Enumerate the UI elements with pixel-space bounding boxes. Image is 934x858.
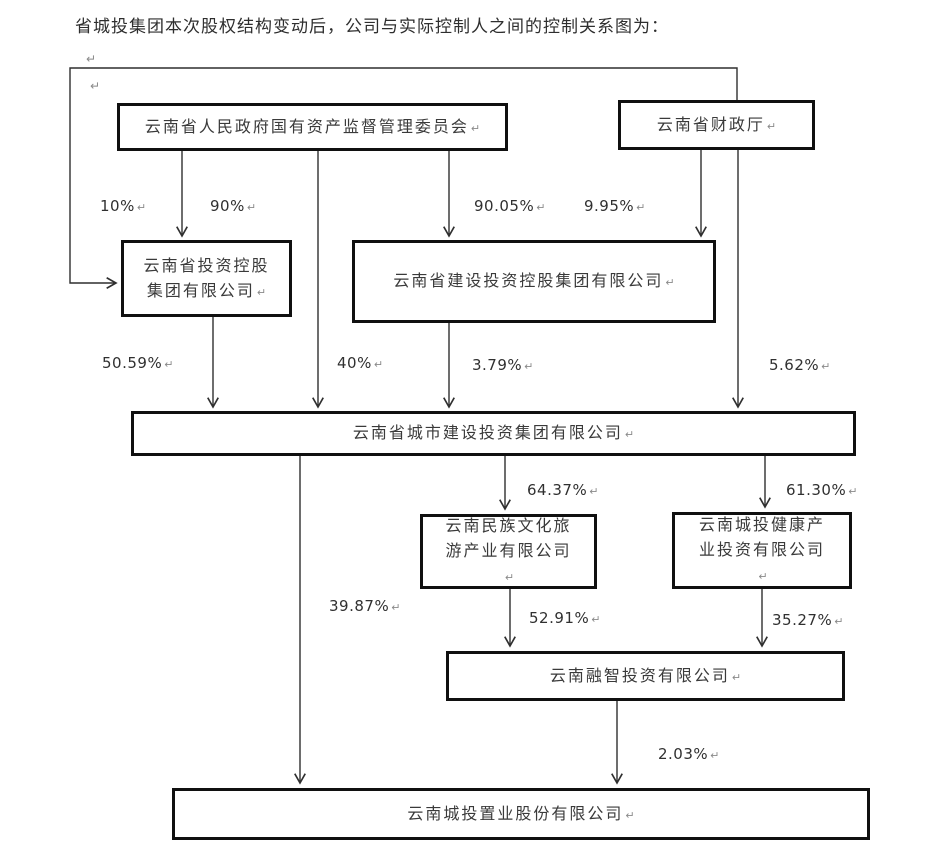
percent-value: 3.79% xyxy=(472,356,523,374)
edge-percent-health-rongzhi: 35.27%↵ xyxy=(772,611,843,629)
edge-percent-sasac-chold: 90.05%↵ xyxy=(474,197,545,215)
edge-percent-rongzhi-listed: 2.03%↵ xyxy=(658,745,719,763)
node-label: 云南民族文化旅游产业有限公司 xyxy=(445,516,572,561)
node-label: 云南城投置业股份有限公司 xyxy=(407,803,624,823)
return-mark: ↵ xyxy=(731,670,742,684)
percent-value: 52.91% xyxy=(529,609,590,627)
edge-percent-finance-city: 5.62%↵ xyxy=(769,356,830,374)
return-mark: ↵ xyxy=(256,285,267,299)
return-mark: ↵ xyxy=(758,569,768,583)
return-mark: ↵ xyxy=(504,570,515,584)
return-mark: ↵ xyxy=(710,749,720,762)
paragraph-mark: ↵ xyxy=(90,79,101,93)
node-label: 云南省投资控股集团有限公司 xyxy=(143,255,270,300)
node-city-construction-group: 云南省城市建设投资集团有限公司↵ xyxy=(131,411,856,456)
percent-value: 2.03% xyxy=(658,745,709,763)
node-construction-investment-holding: 云南省建设投资控股集团有限公司↵ xyxy=(352,240,716,323)
return-mark: ↵ xyxy=(821,360,831,373)
edge-percent-chold-city: 3.79%↵ xyxy=(472,356,533,374)
paragraph-mark: ↵ xyxy=(86,52,97,66)
return-mark: ↵ xyxy=(591,613,601,626)
percent-value: 39.87% xyxy=(329,597,390,615)
node-health-industry: 云南城投健康产业投资有限公司 ↵ xyxy=(672,512,852,589)
percent-value: 64.37% xyxy=(527,481,588,499)
return-mark: ↵ xyxy=(136,201,147,214)
return-mark: ↵ xyxy=(624,428,635,442)
node-rongzhi-investment: 云南融智投资有限公司↵ xyxy=(446,651,845,701)
percent-value: 9.95% xyxy=(584,197,635,215)
return-mark: ↵ xyxy=(164,358,174,371)
return-mark: ↵ xyxy=(536,201,546,214)
edge-percent-finance-chold: 9.95%↵ xyxy=(584,197,645,215)
percent-value: 10% xyxy=(100,197,135,215)
return-mark: ↵ xyxy=(625,808,635,822)
return-mark: ↵ xyxy=(665,276,675,290)
edge-percent-culture-rongzhi: 52.91%↵ xyxy=(529,609,600,627)
node-label: 云南省建设投资控股集团有限公司 xyxy=(393,271,664,291)
return-mark: ↵ xyxy=(636,201,646,214)
return-mark: ↵ xyxy=(834,615,844,628)
edge-percent-sasac-invest: 90%↵ xyxy=(210,197,256,215)
percent-value: 5.62% xyxy=(769,356,820,374)
return-mark: ↵ xyxy=(524,360,534,373)
edge-percent-city-health: 61.30%↵ xyxy=(786,481,857,499)
percent-value: 50.59% xyxy=(102,354,163,372)
node-label: 云南融智投资有限公司 xyxy=(549,665,730,685)
edge-percent-sasac-city: 40%↵ xyxy=(337,354,383,372)
return-mark: ↵ xyxy=(391,601,401,614)
node-sasac: 云南省人民政府国有资产监督管理委员会↵ xyxy=(117,103,508,151)
node-label: 云南省财政厅 xyxy=(656,114,765,134)
edge-percent-city-culture: 64.37%↵ xyxy=(527,481,598,499)
return-mark: ↵ xyxy=(373,358,384,371)
node-label: 云南城投健康产业投资有限公司 xyxy=(698,515,825,560)
percent-value: 61.30% xyxy=(786,481,847,499)
return-mark: ↵ xyxy=(589,485,599,498)
percent-value: 90.05% xyxy=(474,197,535,215)
diagram-caption: 省城投集团本次股权结构变动后，公司与实际控制人之间的控制关系图为： xyxy=(75,17,669,37)
edge-percent-city-listed: 39.87%↵ xyxy=(329,597,400,615)
node-label: 云南省人民政府国有资产监督管理委员会 xyxy=(144,116,469,136)
return-mark: ↵ xyxy=(246,201,257,214)
percent-value: 40% xyxy=(337,354,372,372)
edge-percent-finance-invest: 10%↵ xyxy=(100,197,146,215)
node-label: 云南省城市建设投资集团有限公司 xyxy=(352,423,623,443)
node-listed-company: 云南城投置业股份有限公司↵ xyxy=(172,788,870,840)
percent-value: 35.27% xyxy=(772,611,833,629)
return-mark: ↵ xyxy=(470,121,481,135)
percent-value: 90% xyxy=(210,197,245,215)
node-invest-holding: 云南省投资控股集团有限公司↵ xyxy=(121,240,292,317)
node-finance-dept: 云南省财政厅↵ xyxy=(618,100,815,150)
node-culture-tourism: 云南民族文化旅游产业有限公司 ↵ xyxy=(420,514,597,589)
edge-percent-invest-city: 50.59%↵ xyxy=(102,354,173,372)
return-mark: ↵ xyxy=(766,119,777,133)
return-mark: ↵ xyxy=(848,485,858,498)
